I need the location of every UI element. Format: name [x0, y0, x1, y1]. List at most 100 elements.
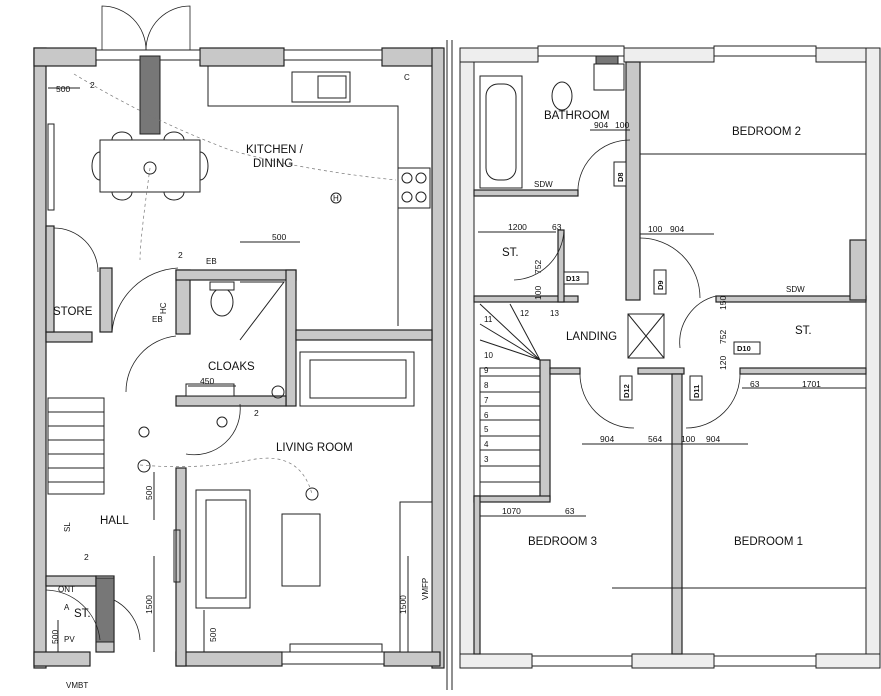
dim-2: 2	[254, 408, 259, 418]
wall	[849, 239, 867, 301]
door-tag-d8: D8	[616, 172, 625, 182]
wall	[459, 47, 475, 669]
basin	[185, 383, 235, 397]
hatch	[239, 281, 286, 341]
wall	[295, 329, 433, 341]
sofa	[195, 489, 251, 609]
bathroom-label: BATHROOM	[544, 110, 610, 122]
hall-label: HALL	[100, 515, 129, 527]
door-tag-box	[689, 375, 703, 401]
loft-hatch-cross	[627, 313, 665, 359]
hob	[397, 167, 431, 209]
dim-63: 63	[750, 379, 760, 389]
dim-2: 2	[178, 250, 183, 260]
door-tag-d9: D9	[656, 280, 665, 290]
sink	[291, 71, 351, 103]
stair-number: 7	[484, 396, 489, 405]
door-swing	[679, 295, 717, 349]
door-swing	[113, 599, 141, 641]
wall	[285, 269, 297, 407]
wall	[33, 651, 91, 667]
smoke-detector	[138, 426, 150, 438]
stair-number: 3	[484, 455, 489, 464]
stair-number: 4	[484, 440, 489, 449]
living-room-label: LIVING ROOM	[276, 442, 353, 454]
door-swing	[513, 229, 565, 281]
sofa	[299, 351, 415, 407]
winder	[479, 303, 541, 361]
wall	[815, 653, 881, 669]
wall	[631, 653, 715, 669]
window	[281, 651, 385, 665]
stair-number: 9	[484, 366, 489, 375]
dim-752: 752	[533, 260, 543, 274]
wall	[459, 47, 539, 63]
ground-floor: KITCHEN / DINING STORE CLOAKS LIVING ROO…	[33, 5, 445, 690]
wall	[175, 467, 187, 667]
toilet	[210, 287, 234, 317]
dark-fitting	[595, 55, 619, 65]
toilet	[551, 81, 573, 111]
chair	[163, 191, 185, 201]
dim-100: 100	[615, 120, 629, 130]
wall	[473, 189, 579, 197]
tv-unit	[289, 643, 383, 653]
tag-sdw: SDW	[786, 285, 805, 294]
door-swing	[579, 373, 635, 429]
lighting-circuit	[139, 167, 151, 261]
door-swing	[145, 5, 191, 51]
dim-564: 564	[648, 434, 662, 444]
stair-number: 12	[520, 309, 529, 318]
bedroom3-label: BEDROOM 3	[528, 536, 597, 548]
door-swing	[639, 237, 701, 299]
dim-450: 450	[200, 376, 214, 386]
wall	[865, 47, 881, 669]
wall	[45, 225, 55, 333]
dim-904: 904	[670, 224, 684, 234]
door-tag-d11: D11	[692, 385, 701, 398]
door-tag-d12: D12	[622, 384, 631, 398]
chair	[91, 151, 101, 181]
socket	[271, 385, 285, 399]
hob-ring	[401, 191, 413, 203]
dim-500: 500	[144, 486, 154, 500]
st-ground-label: ST.	[74, 608, 91, 620]
cistern	[209, 281, 235, 291]
door-swing	[185, 403, 241, 456]
door-swing	[101, 5, 147, 51]
tag-sl: SL	[63, 522, 72, 532]
window	[531, 655, 633, 667]
hall-stairs	[47, 397, 105, 495]
chair	[111, 191, 133, 201]
wall	[473, 495, 551, 503]
wall	[625, 61, 641, 301]
dim-904: 904	[594, 120, 608, 130]
door-tag-d13: D13	[566, 274, 580, 283]
wall	[175, 395, 287, 407]
cloaks-label: CLOAKS	[208, 361, 255, 373]
tag-pv: PV	[64, 635, 75, 644]
tag-ont: ONT	[58, 585, 75, 594]
heat-detector	[330, 192, 342, 204]
door-swing	[685, 373, 741, 429]
dim-500: 500	[208, 628, 218, 642]
door-tag-box	[653, 269, 667, 295]
basin	[593, 63, 625, 91]
dim-904: 904	[600, 434, 614, 444]
wall	[473, 495, 481, 655]
wall	[431, 47, 445, 669]
first-floor: BATHROOM BEDROOM 2 ST. LANDING ST. BEDRO…	[459, 45, 881, 669]
wall	[539, 359, 551, 501]
kitchen-label-line2: DINING	[253, 158, 293, 170]
light-fitting	[305, 487, 319, 501]
stair	[479, 367, 541, 497]
lighting-circuit	[139, 457, 313, 495]
kitchen-worktop	[207, 66, 399, 326]
lighting-circuit	[73, 73, 397, 181]
stair-number: 8	[484, 381, 489, 390]
dim-500: 500	[50, 630, 60, 644]
store-label: STORE	[53, 306, 93, 318]
light-fitting	[216, 416, 228, 428]
dim-100: 100	[533, 286, 543, 300]
